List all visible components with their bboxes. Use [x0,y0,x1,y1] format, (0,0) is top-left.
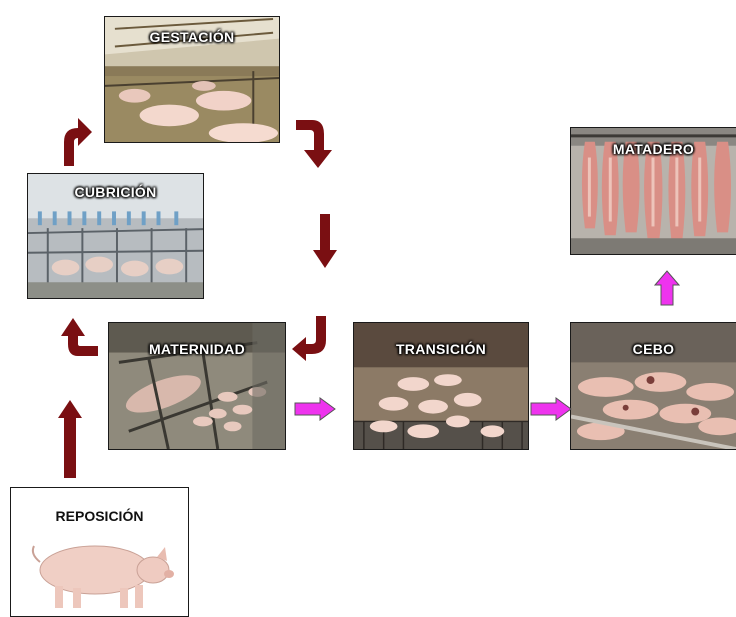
stage-matadero: MATADERO [570,127,736,255]
stage-gestacion: GESTACIÓN [104,16,280,143]
curved-arrow-icon [60,316,100,358]
up-arrow-icon [654,270,680,306]
stage-reposicion: REPOSICIÓN [10,487,189,617]
up-arrow-icon [58,398,82,478]
stage-label: MATERNIDAD [109,341,285,357]
stage-cebo: CEBO [570,322,736,450]
stage-maternidad: MATERNIDAD [108,322,286,450]
right-arrow-icon [530,397,572,421]
stage-label: MATADERO [571,141,736,157]
curved-arrow-icon [56,110,94,168]
stage-transicion: TRANSICIÓN [353,322,529,450]
curved-arrow-icon [294,118,334,170]
pig-icon [25,530,175,610]
stage-label: CUBRICIÓN [28,184,203,200]
stage-cubricion: CUBRICIÓN [27,173,204,299]
right-arrow-icon [294,397,336,421]
down-arrow-icon [312,214,338,270]
stage-label: REPOSICIÓN [11,508,188,524]
stage-label: GESTACIÓN [105,29,279,45]
stage-label: CEBO [571,341,736,357]
stage-label: TRANSICIÓN [354,341,528,357]
curved-arrow-icon [290,314,336,362]
